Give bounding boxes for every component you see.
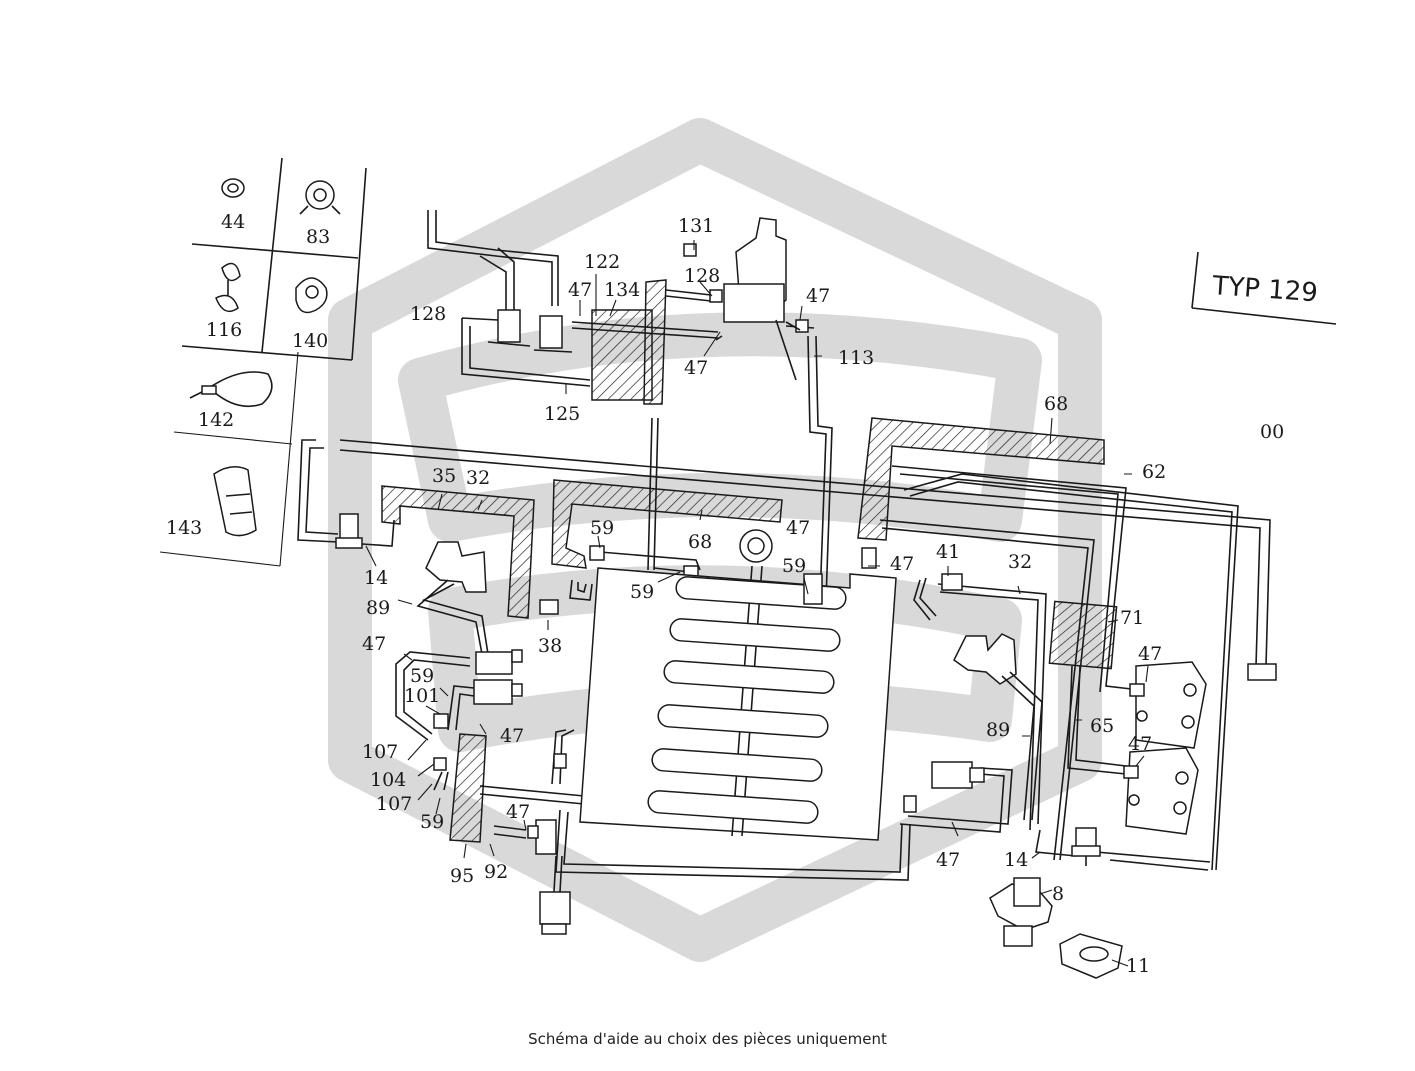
callout-32-left: 32 xyxy=(466,467,490,489)
callout-125: 125 xyxy=(544,403,580,425)
callout-59-lower-left: 59 xyxy=(630,581,654,603)
callout-95: 95 xyxy=(450,865,474,887)
heater-panel xyxy=(579,529,897,841)
callout-122: 122 xyxy=(584,251,620,273)
clip-140-icon xyxy=(295,277,328,314)
callout-128-left: 128 xyxy=(410,303,446,325)
callout-65: 65 xyxy=(1090,715,1114,737)
callout-41: 41 xyxy=(936,541,960,563)
callout-47-bottom: 47 xyxy=(506,801,530,823)
callout-68-center: 68 xyxy=(688,531,712,553)
callout-59-center-left: 59 xyxy=(590,517,614,539)
callout-104: 104 xyxy=(370,769,406,791)
type-label: TYP 129 xyxy=(1211,271,1319,308)
bracket-143-icon xyxy=(213,466,257,537)
callout-47-left: 47 xyxy=(362,633,386,655)
callout-59-left: 59 xyxy=(410,665,434,687)
callout-leaders xyxy=(365,240,1149,967)
legend-label-116: 116 xyxy=(206,319,242,341)
callout-113: 113 xyxy=(838,347,874,369)
callout-47-top-left: 47 xyxy=(568,279,592,301)
callout-14-left: 14 xyxy=(364,567,388,589)
callout-134: 134 xyxy=(604,279,640,301)
callout-68-right: 68 xyxy=(1044,393,1068,415)
clip-116-icon xyxy=(215,262,241,313)
callout-35: 35 xyxy=(432,465,456,487)
callout-11: 11 xyxy=(1126,955,1150,977)
callout-47-left-mid: 47 xyxy=(500,725,524,747)
callout-32-right: 32 xyxy=(1008,551,1032,573)
callout-47-right-top: 47 xyxy=(890,553,914,575)
callout-62: 62 xyxy=(1142,461,1166,483)
callout-59-bottom-left: 59 xyxy=(420,811,444,833)
callout-107-upper: 107 xyxy=(362,741,398,763)
callout-47-top-mid: 47 xyxy=(684,357,708,379)
callout-47-right-bracket: 47 xyxy=(1128,733,1152,755)
legend-label-83: 83 xyxy=(306,226,330,248)
type-box: TYP 129 00 xyxy=(1191,251,1337,443)
clamp-44-icon xyxy=(221,178,245,198)
callout-labels: 131 128 122 47 134 128 47 47 113 125 68 … xyxy=(362,215,1166,977)
callout-89-left: 89 xyxy=(366,597,390,619)
callout-14-right: 14 xyxy=(1004,849,1028,871)
left-valve-cluster xyxy=(335,513,593,935)
callout-47-right-bracket-top: 47 xyxy=(1138,643,1162,665)
callout-89-right: 89 xyxy=(986,719,1010,741)
code-label: 00 xyxy=(1260,421,1284,443)
legend-label-142: 142 xyxy=(198,409,234,431)
callout-107-lower: 107 xyxy=(376,793,412,815)
right-valve-cluster xyxy=(903,573,1207,979)
legend-label-140: 140 xyxy=(292,330,328,352)
callout-71: 71 xyxy=(1120,607,1144,629)
callout-47-center: 47 xyxy=(786,517,810,539)
legend-label-143: 143 xyxy=(166,517,202,539)
callout-92: 92 xyxy=(484,861,508,883)
callout-38: 38 xyxy=(538,635,562,657)
callout-8: 8 xyxy=(1052,883,1064,905)
clip-83-icon xyxy=(299,180,341,215)
legend-grid: 44 83 116 140 142 143 xyxy=(159,157,367,567)
callout-131: 131 xyxy=(678,215,714,237)
top-valve-assembly xyxy=(427,210,833,601)
hatched-insulation xyxy=(381,417,1118,843)
legend-label-44: 44 xyxy=(221,211,245,233)
cable-tie-142-icon xyxy=(189,371,273,408)
callout-47-top-right: 47 xyxy=(806,285,830,307)
callout-101: 101 xyxy=(404,685,440,707)
callout-59-center: 59 xyxy=(782,555,806,577)
callout-47-bottom-right: 47 xyxy=(936,849,960,871)
diagram-caption: Schéma d'aide au choix des pièces unique… xyxy=(528,1030,887,1048)
callout-128-top: 128 xyxy=(684,265,720,287)
